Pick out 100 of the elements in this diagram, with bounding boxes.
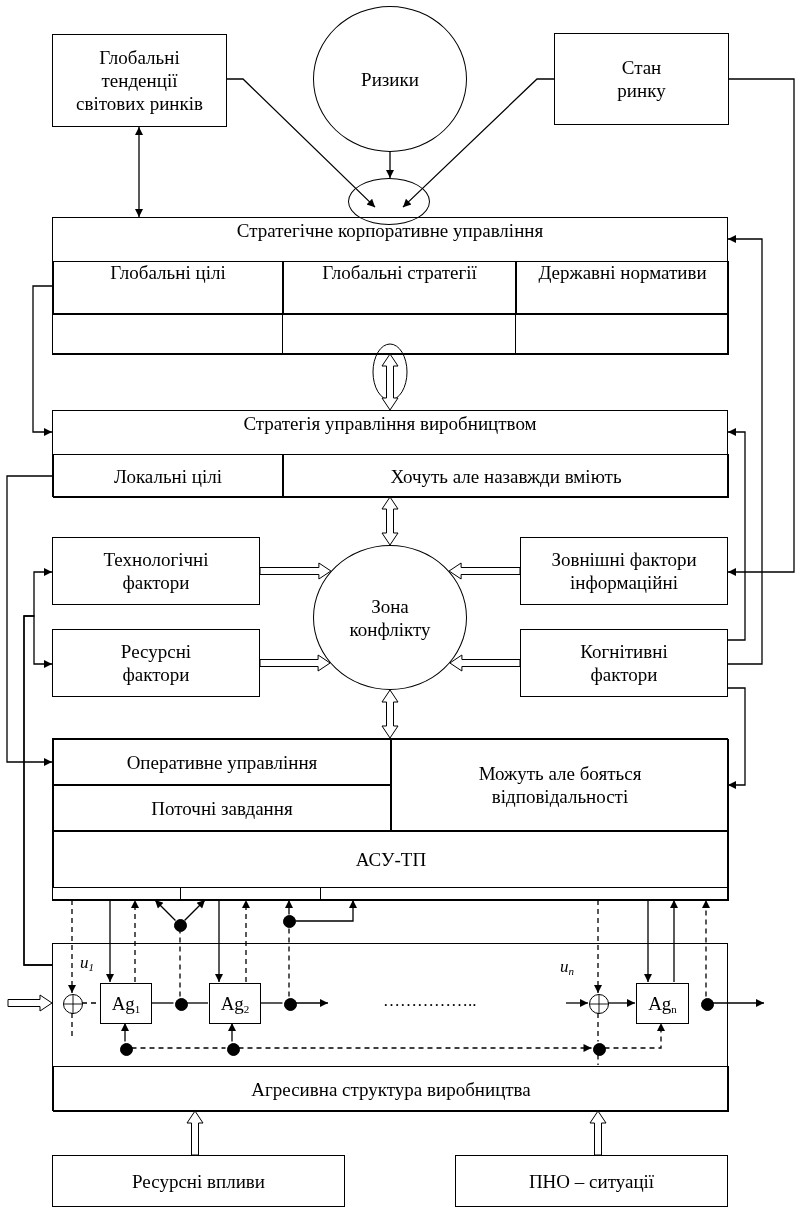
arrow	[228, 1022, 236, 1043]
arrow	[135, 126, 143, 218]
node-label: Стратегічне корпоративне управління	[235, 218, 545, 242]
arrow	[6, 475, 53, 766]
factor-box	[52, 34, 227, 127]
block-arrow	[259, 562, 332, 580]
junction-dot	[174, 997, 188, 1011]
block-arrow	[186, 1110, 204, 1156]
node-label: Когнітивні фактори	[579, 640, 669, 686]
table-cell	[283, 261, 516, 314]
node-label: Оперативне управління	[125, 750, 319, 774]
node-label: Ag$_{1}$	[110, 992, 142, 1015]
table-cell	[283, 454, 729, 498]
node-label: Державні нормативи	[537, 261, 708, 284]
arrow	[32, 285, 53, 436]
control-panel	[52, 738, 728, 900]
arrow	[565, 999, 589, 1007]
dashed-arrow	[242, 899, 250, 983]
dashed-arrow	[702, 899, 710, 998]
arrow	[294, 999, 329, 1007]
connector-line	[259, 1002, 284, 1004]
block-arrow	[448, 562, 521, 580]
node-label: Зона конфлікту	[348, 594, 432, 641]
arrow	[154, 899, 177, 922]
block-arrow	[381, 496, 399, 546]
arrow	[183, 899, 206, 922]
block-arrow	[259, 654, 331, 672]
junction-dot	[282, 914, 296, 928]
node-label: Зовнішні фактори інформаційні	[550, 548, 698, 594]
table-cell	[516, 261, 729, 314]
connector-line	[185, 1002, 209, 1004]
management-table	[52, 410, 728, 497]
agent-box	[209, 983, 261, 1024]
junction-dot	[119, 1042, 133, 1056]
dashed-line	[597, 1012, 599, 1043]
node-label: Хочуть але назавжди вміють	[389, 464, 623, 488]
factor-box	[52, 629, 260, 697]
arrow	[285, 899, 293, 916]
block-arrow	[7, 994, 53, 1012]
arrow	[711, 999, 765, 1007]
block-arrow	[449, 654, 521, 672]
dashed-arrow	[237, 1044, 593, 1052]
node-label: Ag$_{2}$	[219, 992, 251, 1015]
node-label: АСУ-ТП	[354, 848, 428, 871]
node-label: Ресурсні фактори	[119, 640, 193, 686]
arrow	[294, 899, 357, 922]
node-label: Глобальні тенденції світових ринків	[75, 46, 204, 115]
node-label: Глобальні стратегії	[321, 261, 478, 284]
agent-box	[636, 983, 689, 1024]
factor-box	[520, 629, 728, 697]
factor-box	[52, 537, 260, 605]
table-cell	[53, 261, 283, 314]
arrow	[121, 1022, 129, 1043]
block-arrow	[381, 353, 399, 411]
arrow	[727, 687, 746, 789]
dashed-arrow	[594, 899, 602, 994]
junction-dot	[283, 997, 297, 1011]
ellipsis-label: ……………..	[383, 990, 477, 1011]
summing-junction	[589, 994, 609, 1014]
node-label: Ag$_{n}$	[647, 992, 678, 1015]
arrow	[215, 899, 223, 983]
table-cell	[53, 831, 729, 888]
connector-line	[150, 1002, 175, 1004]
junction-dot	[173, 918, 187, 932]
table-cell	[53, 454, 283, 498]
node-label: Можуть але бояться відповідальності	[477, 762, 643, 808]
arrow	[607, 999, 636, 1007]
junction-dot	[592, 1042, 606, 1056]
signal-label: u$_{n}$	[560, 956, 574, 977]
block-arrow	[589, 1110, 607, 1156]
arrow	[670, 899, 678, 983]
arrow	[226, 78, 376, 208]
node-label: Агресивна структура виробництва	[250, 1077, 532, 1101]
dashed-line	[288, 926, 290, 998]
dashed-line	[179, 930, 181, 998]
table-cell	[391, 739, 729, 831]
block-arrow	[381, 689, 399, 739]
node-label: Стратегія управління виробництвом	[242, 411, 538, 435]
arrow	[402, 78, 555, 208]
arrow	[106, 899, 114, 983]
node-label: Ризики	[360, 67, 420, 91]
summing-junction	[63, 994, 83, 1014]
dashed-arrow	[131, 899, 139, 983]
arrow	[386, 151, 394, 179]
factor-box	[520, 537, 728, 605]
agent-box	[100, 983, 152, 1024]
dashed-line	[597, 1053, 599, 1066]
node-label: Поточні завдання	[150, 796, 294, 820]
input-box	[52, 1155, 345, 1207]
node-label: Стан ринку	[616, 56, 667, 102]
table-cell	[53, 785, 391, 831]
node-label: Локальні цілі	[113, 464, 223, 488]
dashed-arrow	[68, 899, 76, 994]
table-cell	[53, 1066, 729, 1112]
arrow	[644, 899, 652, 983]
production-structure-box	[52, 943, 728, 1111]
signal-label: u$_{1}$	[80, 952, 94, 973]
arrow	[727, 78, 795, 576]
junction-dot	[226, 1042, 240, 1056]
input-box	[455, 1155, 728, 1207]
